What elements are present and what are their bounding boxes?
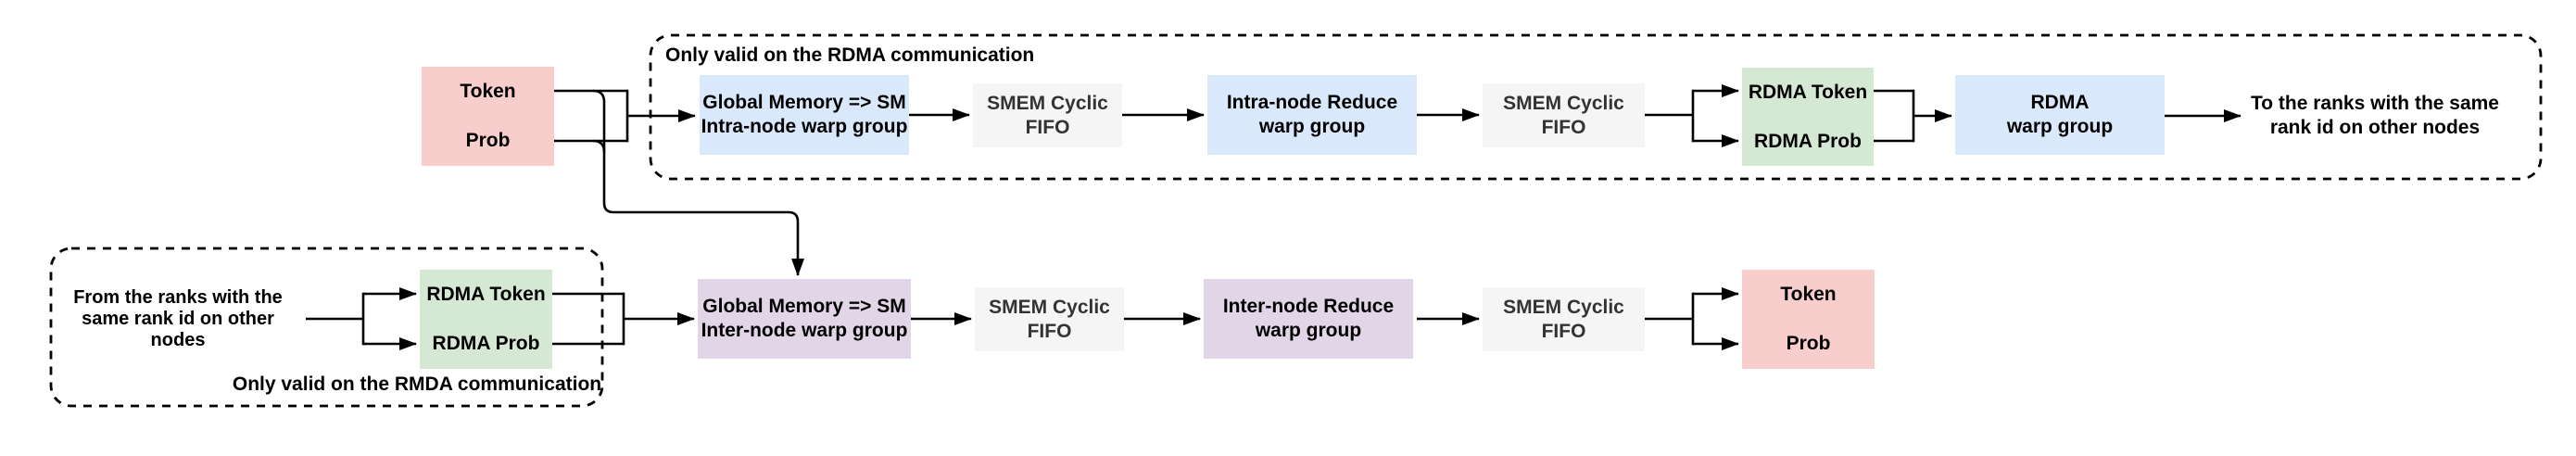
rdma-region-bottom-label: Only valid on the RMDA communication	[232, 374, 602, 395]
rdma-region-bottom-border	[49, 247, 604, 408]
top-row-connectors	[554, 84, 2241, 276]
inter-node-gm-sm-line2: Inter-node warp group	[701, 320, 908, 341]
rdma-token-prob-box-bottom: RDMA Token RDMA Prob	[420, 270, 552, 369]
dest-ranks-text-line2: rank id on other nodes	[2269, 117, 2481, 138]
dest-ranks-text: To the ranks with the same rank id on ot…	[2236, 92, 2514, 140]
branch-down-to-inter-gm	[592, 89, 804, 276]
dest-ranks-text-line1: To the ranks with the same	[2250, 93, 2499, 114]
inter-node-reduce-line2: warp group	[1255, 320, 1362, 341]
intra-node-reduce-box: Intra-node Reduce warp group	[1207, 75, 1417, 155]
prob-out-label: Prob	[1786, 333, 1831, 355]
intra-node-gm-sm-line1: Global Memory => SM	[702, 92, 906, 113]
rdma-token-prob-box-top: RDMA Token RDMA Prob	[1742, 68, 1874, 166]
rdma-wg-line2: warp group	[2006, 116, 2114, 137]
source-ranks-text-line1: From the ranks with the	[73, 287, 283, 308]
rdma-region-top-label: Only valid on the RDMA communication	[665, 44, 1035, 66]
source-ranks-text: From the ranks with the same rank id on …	[39, 287, 317, 351]
prob-branch-merge-curve	[592, 139, 606, 153]
intra-node-gm-sm-line2: Intra-node warp group	[701, 116, 908, 137]
token-label: Token	[460, 80, 516, 102]
intra-node-gm-sm-box: Global Memory => SM Intra-node warp grou…	[700, 75, 909, 155]
rdma-token-label-bottom: RDMA Token	[426, 283, 546, 305]
fifo1-line1: SMEM Cyclic	[987, 92, 1108, 114]
bottom-row-connectors	[306, 287, 1739, 350]
fifo2-line1: SMEM Cyclic	[1503, 92, 1624, 114]
rdma-prob-label-bottom: RDMA Prob	[432, 333, 540, 355]
fifo3-line1: SMEM Cyclic	[989, 296, 1110, 318]
smem-cyclic-fifo-box-1: SMEM Cyclic FIFO	[973, 83, 1122, 147]
rdma-warp-group-box: RDMA warp group	[1955, 75, 2165, 155]
fifo4-line1: SMEM Cyclic	[1503, 296, 1624, 318]
smem-cyclic-fifo-box-3: SMEM Cyclic FIFO	[975, 287, 1124, 351]
source-token-prob-box: Token Prob	[422, 67, 554, 166]
intra-node-reduce-line1: Intra-node Reduce	[1226, 92, 1398, 113]
intra-node-reduce-line2: warp group	[1258, 116, 1366, 137]
inter-node-gm-sm-line1: Global Memory => SM	[702, 296, 906, 317]
smem-cyclic-fifo-box-2: SMEM Cyclic FIFO	[1483, 83, 1645, 147]
rdma-token-label-top: RDMA Token	[1748, 81, 1868, 103]
source-ranks-text-line2: same rank id on other	[82, 309, 274, 329]
fifo3-line2: FIFO	[1027, 320, 1072, 342]
inter-node-reduce-line1: Inter-node Reduce	[1222, 296, 1395, 317]
inter-node-reduce-box: Inter-node Reduce warp group	[1204, 279, 1413, 359]
fifo2-line2: FIFO	[1541, 116, 1586, 138]
smem-cyclic-fifo-box-4: SMEM Cyclic FIFO	[1483, 287, 1645, 351]
token-out-label: Token	[1780, 283, 1837, 305]
rdma-wg-line1: RDMA	[2030, 92, 2090, 113]
inter-node-gm-sm-box: Global Memory => SM Inter-node warp grou…	[698, 279, 911, 359]
rdma-prob-label-top: RDMA Prob	[1754, 130, 1862, 152]
fifo1-line2: FIFO	[1025, 116, 1070, 138]
prob-label: Prob	[465, 130, 511, 152]
source-ranks-text-line3: nodes	[150, 330, 206, 350]
dest-token-prob-box: Token Prob	[1742, 270, 1875, 369]
fifo4-line2: FIFO	[1541, 320, 1586, 342]
